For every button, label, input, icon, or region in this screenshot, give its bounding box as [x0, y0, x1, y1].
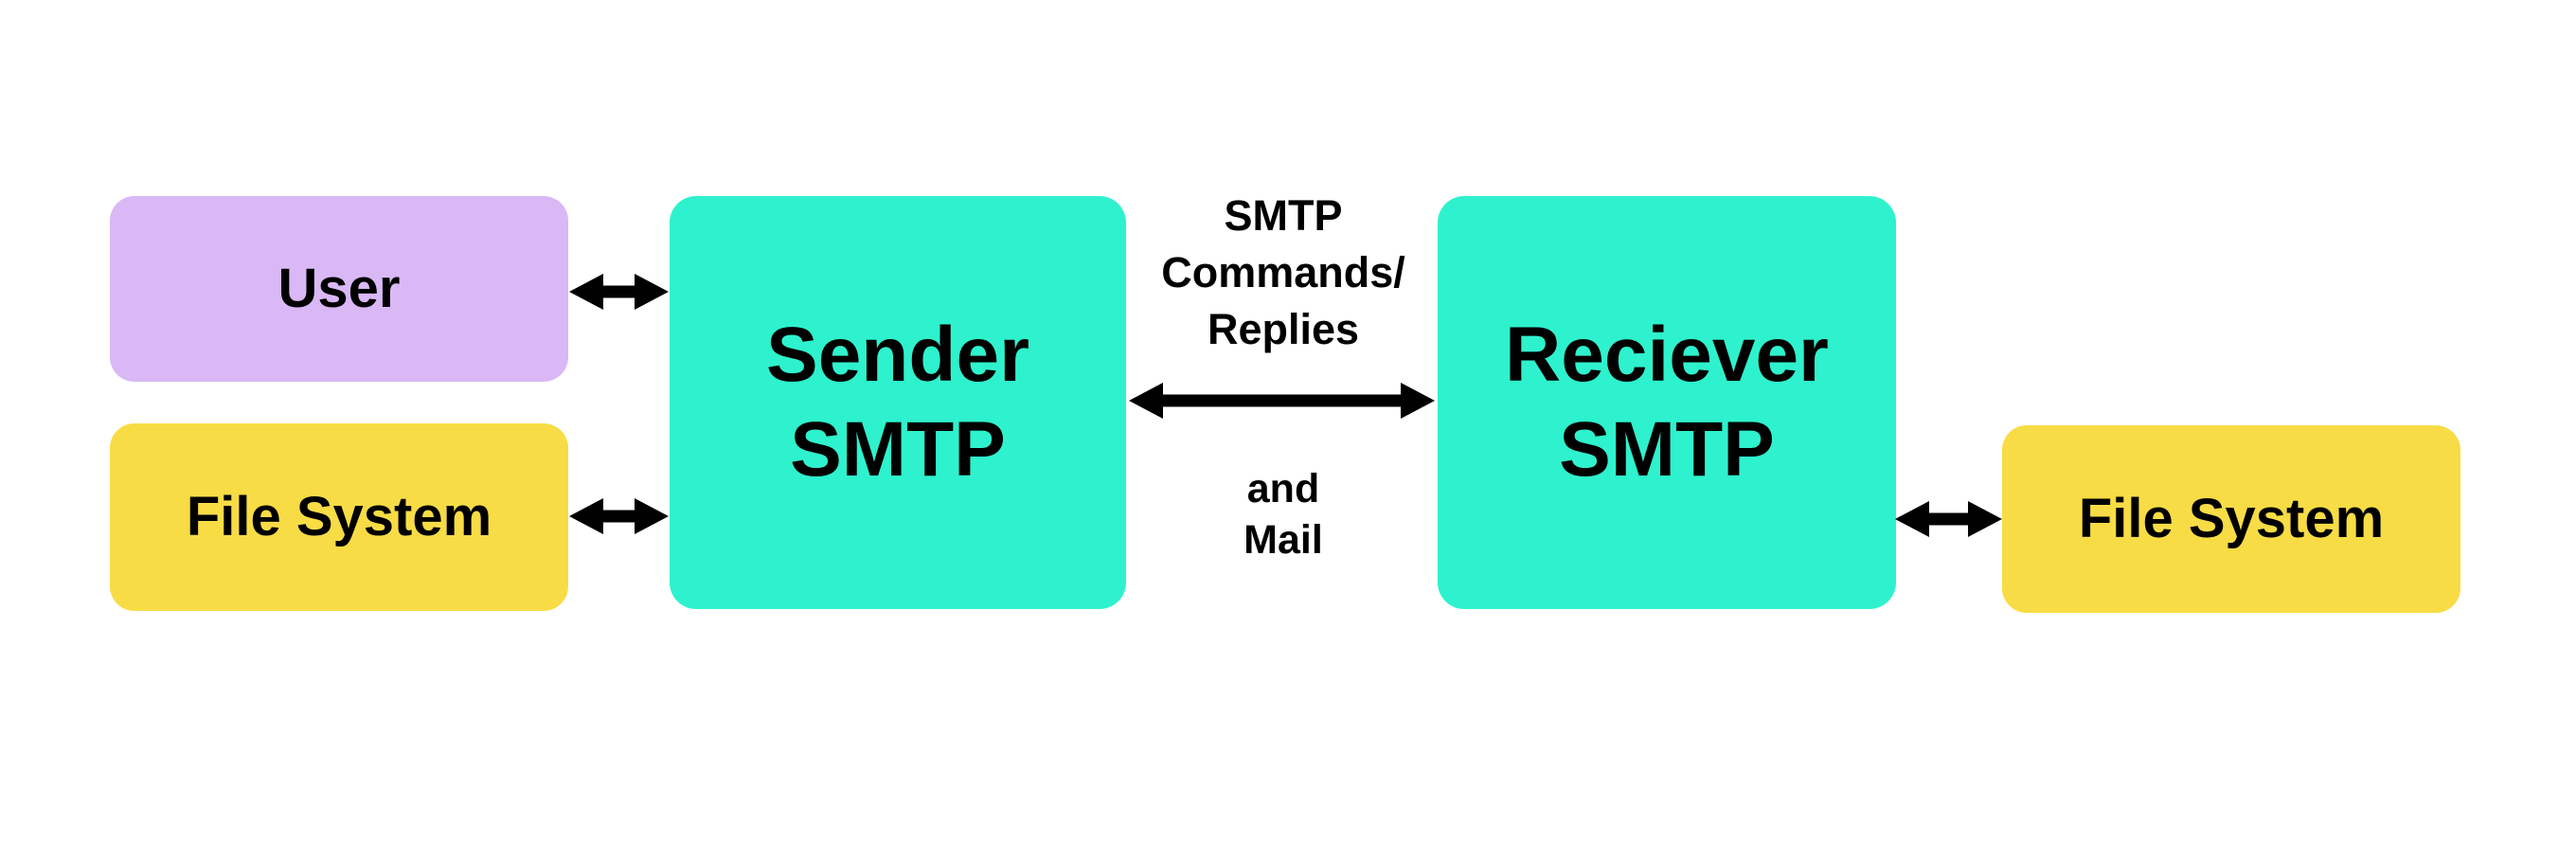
node-sender-smtp: Sender SMTP: [670, 196, 1126, 609]
node-file-system-left: File System: [110, 423, 568, 611]
node-receiver-smtp: Reciever SMTP: [1438, 196, 1896, 609]
node-user: User: [110, 196, 568, 382]
double-arrow-icon: [569, 274, 669, 310]
edge-label-smtp-commands-replies: SMTP Commands/ Replies: [1161, 191, 1405, 353]
edge-label-and-mail: and Mail: [1243, 466, 1323, 563]
double-arrow-icon: [569, 498, 669, 534]
double-arrow-icon: [1129, 383, 1435, 419]
double-arrow-icon: [1895, 501, 2002, 537]
node-file-system-right: File System: [2002, 425, 2460, 613]
